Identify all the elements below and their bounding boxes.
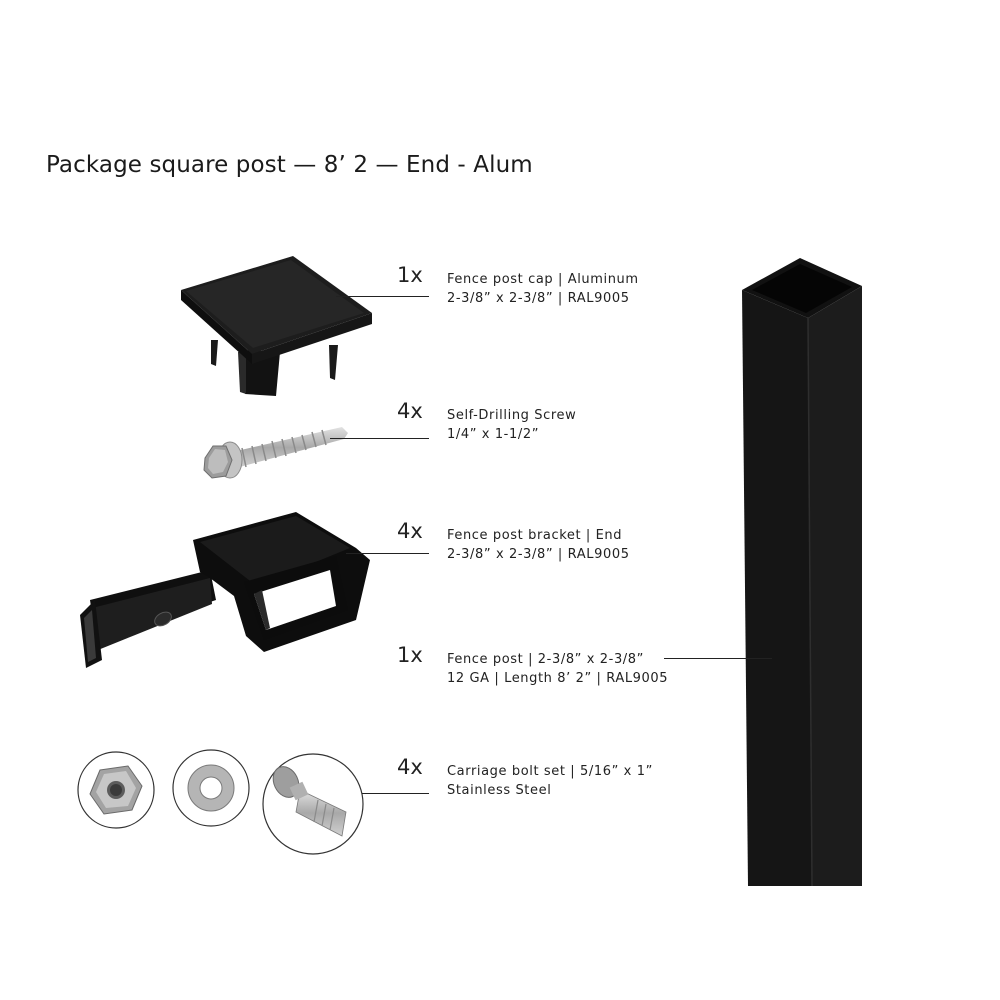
screw-leader-line bbox=[330, 438, 429, 439]
bolt-set-quantity: 4x bbox=[397, 755, 423, 779]
screw-description: Self-Drilling Screw 1/4” x 1-1/2” bbox=[447, 406, 576, 444]
post-cap-leader-line bbox=[336, 296, 429, 297]
page-title: Package square post — 8’ 2 — End - Alum bbox=[46, 152, 533, 178]
screw-quantity: 4x bbox=[397, 399, 423, 423]
fence-post-bracket-image bbox=[80, 512, 370, 668]
bolt-set-name: Carriage bolt set | 5/16” x 1” bbox=[447, 764, 653, 779]
fence-post-quantity: 1x bbox=[397, 643, 423, 667]
bracket-leader-line bbox=[346, 553, 429, 554]
post-cap-quantity: 1x bbox=[397, 263, 423, 287]
fence-post-cap-image bbox=[181, 256, 372, 396]
bolt-set-leader-line bbox=[362, 793, 429, 794]
fence-post-image bbox=[742, 258, 862, 887]
bolt-set-spec: Stainless Steel bbox=[447, 783, 552, 798]
screw-spec: 1/4” x 1-1/2” bbox=[447, 427, 540, 442]
fence-post-description: Fence post | 2-3/8” x 2-3/8” 12 GA | Len… bbox=[447, 650, 668, 688]
bracket-quantity: 4x bbox=[397, 519, 423, 543]
post-cap-name: Fence post cap | Aluminum bbox=[447, 272, 639, 287]
bracket-name: Fence post bracket | End bbox=[447, 528, 623, 543]
fence-post-leader-line bbox=[664, 658, 772, 659]
bracket-description: Fence post bracket | End 2-3/8” x 2-3/8”… bbox=[447, 526, 630, 564]
bolt-set-description: Carriage bolt set | 5/16” x 1” Stainless… bbox=[447, 762, 653, 800]
post-cap-description: Fence post cap | Aluminum 2-3/8” x 2-3/8… bbox=[447, 270, 639, 308]
bracket-spec: 2-3/8” x 2-3/8” | RAL9005 bbox=[447, 547, 630, 562]
carriage-bolt-set-image bbox=[77, 749, 364, 855]
fence-post-spec: 12 GA | Length 8’ 2” | RAL9005 bbox=[447, 671, 669, 686]
post-cap-spec: 2-3/8” x 2-3/8” | RAL9005 bbox=[447, 291, 630, 306]
screw-name: Self-Drilling Screw bbox=[447, 408, 577, 423]
fence-post-name: Fence post | 2-3/8” x 2-3/8” bbox=[447, 652, 644, 667]
self-drilling-screw-image bbox=[203, 427, 348, 479]
